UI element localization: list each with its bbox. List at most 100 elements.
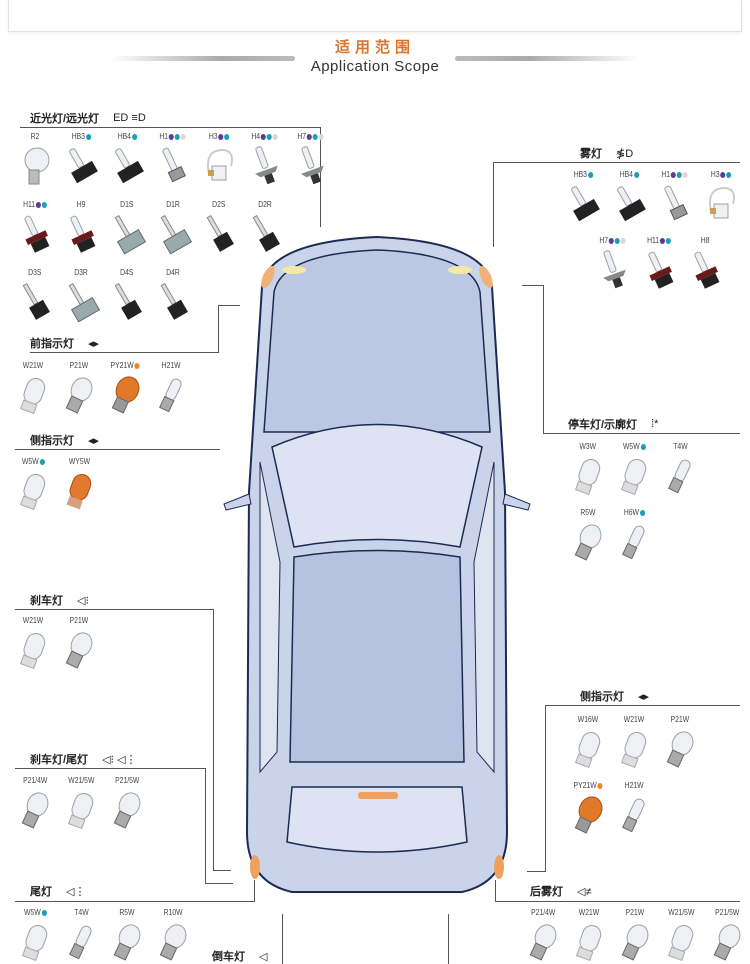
bulb-item[interactable]: P21/5W: [104, 775, 150, 832]
bulb-item[interactable]: H11: [636, 235, 682, 292]
bulb-item[interactable]: PY21W: [565, 780, 611, 837]
bulb-item[interactable]: W21/5W: [658, 907, 704, 964]
bulb-item[interactable]: P21W: [612, 907, 658, 964]
bulb-type-label: H8: [700, 236, 710, 245]
bulb-item[interactable]: P21W: [56, 360, 102, 417]
bulb-type-label: HB3: [71, 132, 85, 141]
bulb-item[interactable]: W21/5W: [58, 775, 104, 832]
bulb-item[interactable]: W5W: [12, 907, 58, 964]
bulb-item[interactable]: H1: [652, 169, 698, 226]
bulb-item[interactable]: D2R: [242, 199, 288, 256]
left-tail-lamp: [250, 855, 260, 879]
compat-dot-teal: [41, 201, 47, 208]
bulb-type-label: R5W: [119, 908, 135, 917]
bulb-hb-icon: [617, 186, 646, 222]
bulb-type-label: H9: [76, 200, 86, 209]
bulb-item[interactable]: T4W: [657, 441, 703, 498]
bulb-type-label: T4W: [73, 908, 89, 917]
bulb-wedge-icon: [620, 458, 647, 496]
bulb-item[interactable]: D4S: [104, 267, 150, 324]
section-title-brake-tail-light: 刹车灯/尾灯◁⁝ ◁⋮: [30, 751, 137, 767]
bulb-item[interactable]: W21W: [10, 360, 56, 417]
divider: [15, 768, 205, 769]
bulb-item[interactable]: H21W: [611, 780, 657, 837]
bulb-wedge-icon: [67, 792, 94, 830]
bulb-item[interactable]: H7: [288, 131, 334, 188]
bulb-type-label: D2S: [212, 200, 226, 209]
bulb-type-label: P21W: [69, 616, 89, 625]
bulb-item[interactable]: W21W: [10, 615, 56, 672]
bulb-type-label: W21W: [22, 361, 44, 370]
bulb-wedge-icon: [574, 731, 601, 769]
compat-dot-gray: [683, 171, 689, 178]
bulb-item[interactable]: H7: [590, 235, 636, 292]
bulb-item[interactable]: H1: [150, 131, 196, 188]
bulb-item[interactable]: H8: [682, 235, 728, 292]
bulb-item[interactable]: D2S: [196, 199, 242, 256]
bulb-item[interactable]: W16W: [565, 714, 611, 771]
lamp-symbol-icon: ◂▸: [638, 690, 650, 703]
bulb-item[interactable]: W3W: [565, 441, 611, 498]
bulb-type-label: D3S: [28, 268, 42, 277]
bulb-h11-icon: [694, 251, 720, 289]
bulb-item[interactable]: H9: [58, 199, 104, 256]
bulb-item[interactable]: H3: [698, 169, 744, 226]
bulb-item[interactable]: HB4: [606, 169, 652, 226]
compat-dot-purple: [261, 133, 267, 140]
bulb-h7-icon: [301, 146, 324, 185]
compat-dot-teal: [726, 171, 732, 178]
bulb-item[interactable]: R10W: [150, 907, 196, 964]
bulb-item[interactable]: W5W: [10, 456, 56, 513]
bulb-d1-icon: [68, 282, 101, 323]
bulb-small-icon: [69, 925, 92, 960]
compat-dot-teal: [41, 909, 47, 916]
bulb-type-label: D1R: [166, 200, 180, 209]
bulb-item[interactable]: H3: [196, 131, 242, 188]
bulb-type-label: H7: [297, 132, 307, 141]
bulb-item[interactable]: D4R: [150, 267, 196, 324]
bulb-item[interactable]: HB3: [560, 169, 606, 226]
bulb-item[interactable]: W21W: [611, 714, 657, 771]
bulb-type-label: D4R: [166, 268, 180, 277]
bulb-item[interactable]: WY5W: [56, 456, 102, 513]
bulb-wedge-icon: [19, 377, 46, 415]
bulb-item[interactable]: D3S: [12, 267, 58, 324]
bulb-type-label: H7: [599, 236, 609, 245]
bulb-h7-icon: [603, 250, 626, 289]
bulb-item[interactable]: R2: [12, 131, 58, 188]
bulb-type-label: HB3: [573, 170, 587, 179]
bulb-item[interactable]: P21/5W: [704, 907, 750, 964]
bulb-item[interactable]: HB4: [104, 131, 150, 188]
bulb-row: H7 H11 H8: [590, 235, 728, 292]
bulb-item[interactable]: H11: [12, 199, 58, 256]
bulb-item[interactable]: P21/4W: [12, 775, 58, 832]
right-side-window: [473, 461, 495, 774]
bulb-item[interactable]: W21W: [566, 907, 612, 964]
bulb-item[interactable]: W5W: [611, 441, 657, 498]
bulb-item[interactable]: H4: [242, 131, 288, 188]
compat-dot-teal: [640, 443, 646, 450]
bulb-type-label: W21/5W: [67, 776, 95, 785]
bulb-item[interactable]: PY21W: [102, 360, 148, 417]
bulb-item[interactable]: P21/4W: [520, 907, 566, 964]
bulb-type-label: H11: [23, 200, 36, 209]
bulb-r2-icon: [24, 147, 50, 185]
bulb-h3-icon: [709, 186, 736, 219]
bulb-item[interactable]: D1S: [104, 199, 150, 256]
bulb-item[interactable]: H6W: [611, 507, 657, 564]
bulb-row: W21W P21W: [10, 615, 102, 672]
bulb-amber-icon: [111, 376, 140, 414]
bulb-item[interactable]: P21W: [657, 714, 703, 771]
bulb-item[interactable]: R5W: [104, 907, 150, 964]
connector: [213, 609, 214, 871]
bulb-item[interactable]: P21W: [56, 615, 102, 672]
bulb-bay-icon: [113, 924, 141, 961]
bulb-item[interactable]: H21W: [148, 360, 194, 417]
bulb-item[interactable]: R5W: [565, 507, 611, 564]
bulb-item[interactable]: D3R: [58, 267, 104, 324]
bulb-item[interactable]: HB3: [58, 131, 104, 188]
bulb-item[interactable]: D1R: [150, 199, 196, 256]
bulb-item[interactable]: T4W: [58, 907, 104, 964]
compat-dot-teal: [633, 171, 639, 178]
